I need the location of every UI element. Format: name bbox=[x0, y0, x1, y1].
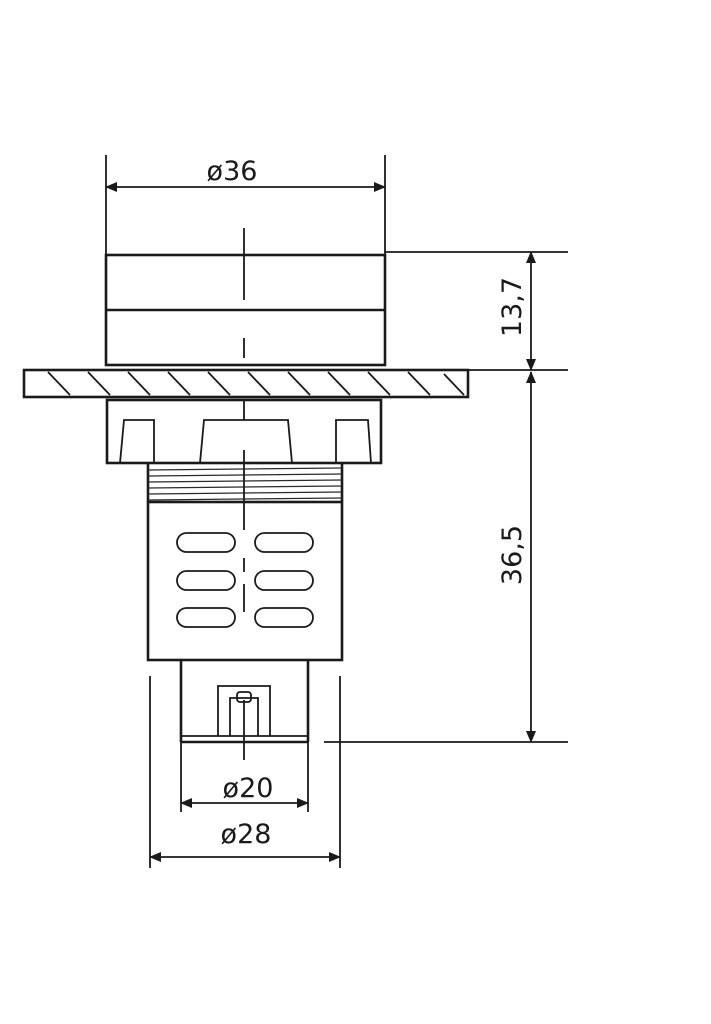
dim-label-outer-diameter: ø28 bbox=[221, 819, 272, 850]
button-cap bbox=[104, 253, 387, 367]
dim-label-cap-height: 13,7 bbox=[497, 277, 528, 337]
body-housing bbox=[146, 500, 344, 662]
dimension-cap-height: 13,7 bbox=[497, 251, 536, 371]
dim-label-inner-diameter: ø20 bbox=[223, 773, 274, 804]
extension-lines bbox=[105, 155, 568, 868]
dimension-outer-diameter: ø28 bbox=[149, 819, 341, 862]
dimension-body-height: 36,5 bbox=[497, 371, 536, 743]
dimension-top-diameter: ø36 bbox=[105, 156, 386, 192]
thread-section bbox=[146, 463, 344, 502]
dim-label-body-height: 36,5 bbox=[497, 525, 528, 585]
mounting-panel bbox=[22, 368, 470, 399]
dim-label-top-diameter: ø36 bbox=[207, 156, 258, 187]
dimension-inner-diameter: ø20 bbox=[180, 773, 309, 808]
